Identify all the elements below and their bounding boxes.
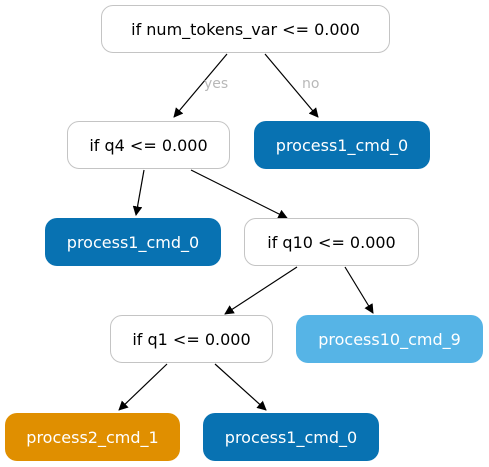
edge-q10-to-leaf-no: [344, 266, 374, 314]
edge-q10-to-q1: [224, 266, 298, 315]
edge-label-no: no: [302, 76, 320, 92]
leaf-q1-no: process1_cmd_0: [203, 413, 379, 461]
edge-root-to-q4: [173, 53, 228, 118]
edge-q1-to-leaf-no: [214, 363, 267, 411]
node-q10-condition: if q10 <= 0.000: [244, 218, 419, 266]
edge-label-yes: yes: [204, 76, 229, 92]
node-q4-condition: if q4 <= 0.000: [67, 121, 230, 169]
leaf-q1-yes: process2_cmd_1: [5, 413, 180, 461]
leaf-root-no: process1_cmd_0: [254, 121, 430, 169]
edge-q4-to-leaf-yes: [132, 169, 145, 216]
leaf-q4-yes: process1_cmd_0: [45, 218, 221, 266]
node-q1-condition: if q1 <= 0.000: [110, 315, 273, 363]
edge-q4-to-q10: [190, 169, 288, 219]
edge-q1-to-leaf-yes: [118, 363, 168, 411]
node-root-condition: if num_tokens_var <= 0.000: [101, 5, 390, 53]
leaf-q10-no: process10_cmd_9: [296, 315, 483, 363]
edge-root-to-leaf-no: [264, 53, 319, 118]
